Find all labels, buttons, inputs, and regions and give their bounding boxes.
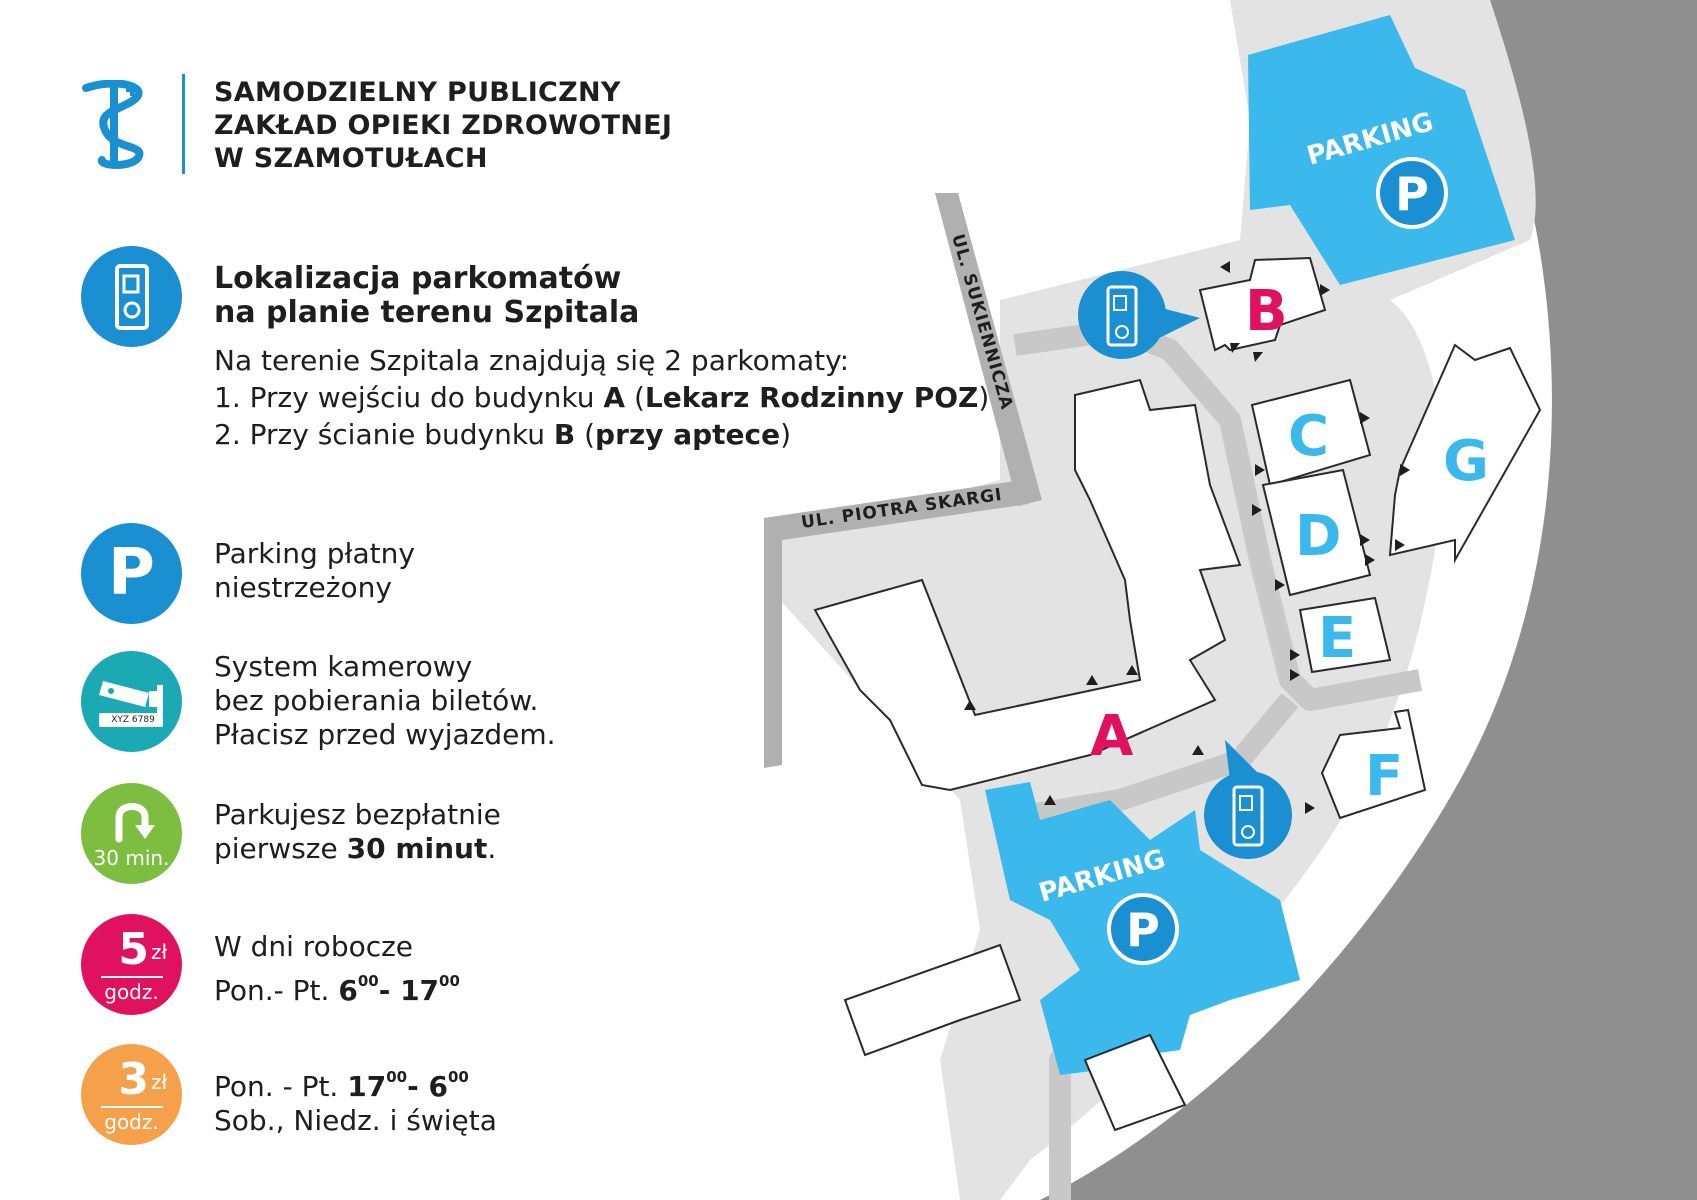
building-b — [1198, 256, 1327, 352]
price-3-amount: 3 — [118, 1054, 149, 1105]
camera-line2: bez pobierania biletów. — [214, 684, 539, 717]
camera-line1: System kamerowy — [214, 650, 473, 683]
org-name-line1: SAMODZIELNY PUBLICZNY — [214, 77, 621, 108]
parking-south-icon: P — [1107, 893, 1179, 965]
legend-weekday-rate: W dni robocze Pon.- Pt. 600- 1700 — [214, 930, 460, 1008]
paid-parking-line1: Parking płatny — [214, 537, 415, 570]
parking-meter-icon — [81, 246, 182, 347]
price-5-icon: 5 zł godz. — [81, 914, 182, 1015]
free-line1: Parkujesz bezpłatnie — [214, 798, 501, 831]
parking-meter-pin-b — [1078, 271, 1200, 359]
parking-meters-title-line2: na planie terenu Szpitala — [214, 295, 640, 330]
parking-meters-title-line1: Lokalizacja parkomatów — [214, 261, 622, 296]
entrance-arrow — [1360, 412, 1370, 424]
legend-free-parking: Parkujesz bezpłatnie pierwsze 30 minut. — [214, 798, 501, 866]
building-letter-f: F — [1365, 744, 1403, 809]
parking-north-letter: P — [1395, 167, 1429, 221]
building-d — [1261, 468, 1372, 597]
camera-line3: Płacisz przed wyjazdem. — [214, 718, 556, 751]
entrance-arrow — [1253, 352, 1263, 362]
entrance-arrow — [1400, 464, 1410, 476]
camera-icon: XYZ 6789 — [81, 651, 182, 752]
building-southwest — [843, 943, 1022, 1057]
outer-boundary-area — [1040, 0, 1697, 1200]
legend-offpeak-rate: Pon. - Pt. 1700- 600 Sob., Niedz. i świę… — [214, 1060, 497, 1138]
weekday-line1: W dni robocze — [214, 930, 414, 963]
internal-road — [998, 692, 1299, 831]
legend-paid-parking: Parking płatny niestrzeżony — [214, 537, 415, 605]
entrance-arrow — [1320, 284, 1330, 296]
entrance-arrow — [1220, 261, 1230, 273]
entrance-arrow — [1086, 675, 1098, 685]
building-letter-c: C — [1288, 404, 1329, 469]
parking-meter-pin-a — [1204, 740, 1292, 859]
building-e — [1298, 596, 1392, 674]
camera-plate-text: XYZ 6789 — [111, 715, 155, 725]
price-3-currency: zł — [151, 1070, 168, 1094]
entrance-arrow — [1126, 665, 1138, 675]
entrance-arrow — [1290, 669, 1300, 681]
buildings — [813, 256, 1542, 1132]
building-g — [1388, 343, 1542, 564]
parking-south-letter: P — [1126, 903, 1160, 957]
price-5-amount: 5 — [118, 924, 149, 975]
entrance-arrow — [1395, 539, 1405, 551]
offpeak-line2: Sob., Niedz. i święta — [214, 1104, 497, 1137]
entrance-markers — [964, 261, 1410, 814]
entrance-arrow — [1255, 464, 1265, 476]
entrance-arrow — [1365, 554, 1375, 566]
entrance-arrow — [1230, 343, 1240, 353]
building-letter-g: G — [1443, 429, 1489, 494]
entrance-arrow — [964, 700, 976, 710]
parking-meters-intro: Na terenie Szpitala znajdują się 2 parko… — [214, 344, 850, 377]
building-f — [1320, 708, 1427, 820]
entrance-arrow — [1192, 745, 1204, 755]
org-name-line3: W SZAMOTUŁACH — [214, 143, 488, 174]
entrance-arrow — [1305, 802, 1315, 814]
building-c — [1250, 378, 1372, 487]
price-5-currency: zł — [151, 940, 168, 964]
building-letter-a: A — [1090, 704, 1134, 769]
free-line2: pierwsze 30 minut. — [214, 832, 497, 865]
building-letter-d: D — [1295, 504, 1341, 569]
parking-meters-item-2: 2. Przy ścianie budynku B (przy aptece) — [214, 418, 792, 451]
entrance-arrow — [1360, 534, 1370, 546]
header-divider — [182, 74, 185, 174]
street-sukiennicza — [935, 193, 1042, 506]
entrance-arrow — [1044, 795, 1056, 805]
parking-north-area — [1248, 15, 1515, 285]
parking-meters-item-1: 1. Przy wejściu do budynku A (Lekarz Rod… — [214, 381, 990, 414]
entrance-arrow — [1275, 579, 1285, 591]
organization-name: SAMODZIELNY PUBLICZNY ZAKŁAD OPIEKI ZDRO… — [214, 76, 672, 175]
offpeak-line1: Pon. - Pt. 1700- 600 — [214, 1068, 469, 1103]
price-3-icon: 3 zł godz. — [81, 1044, 182, 1145]
org-name-line2: ZAKŁAD OPIEKI ZDROWOTNEJ — [214, 110, 673, 141]
hospital-logo — [82, 80, 144, 169]
weekday-line2: Pon.- Pt. 600- 1700 — [214, 972, 460, 1007]
building-a — [813, 378, 1242, 792]
free-time-label: 30 min. — [93, 846, 170, 870]
entrance-arrow — [1252, 504, 1262, 516]
price-3-unit: godz. — [104, 1110, 159, 1134]
legend-camera: System kamerowy bez pobierania biletów. … — [214, 650, 556, 752]
building-letter-b: B — [1245, 279, 1288, 344]
building-letter-e: E — [1318, 606, 1356, 671]
parking-north-icon: P — [1376, 157, 1448, 229]
parking-p-icon: P — [81, 523, 182, 624]
legend-parking-meters: Lokalizacja parkomatów na planie terenu … — [214, 262, 989, 453]
price-5-unit: godz. — [104, 980, 159, 1004]
paid-parking-line2: niestrzeżony — [214, 571, 392, 604]
u-turn-icon: 30 min. — [81, 783, 182, 884]
entrance-arrow — [1290, 649, 1300, 661]
building-south — [1083, 1033, 1187, 1132]
